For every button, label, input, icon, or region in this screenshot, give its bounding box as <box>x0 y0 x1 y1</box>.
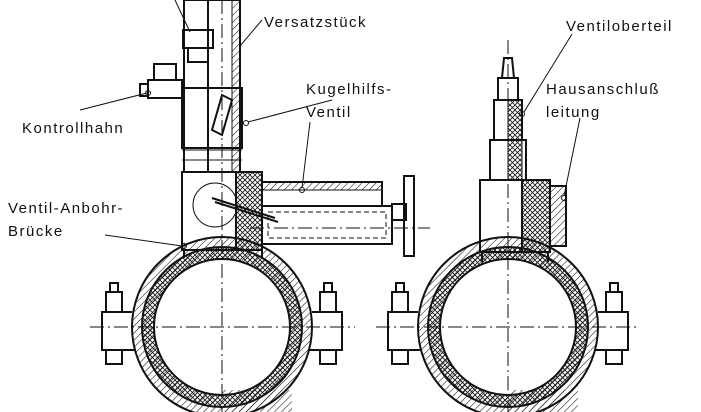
label-kugelhilfs-line2: Ventil <box>306 104 352 121</box>
right-pipe-clamp <box>376 40 640 412</box>
label-ventil-anbohr-line1: Ventil-Anbohr- <box>8 200 124 217</box>
leader-lines <box>79 0 581 249</box>
label-hausanschluss-line1: Hausanschluß <box>546 81 660 98</box>
left-pipe-clamp <box>90 0 355 412</box>
right-assembly <box>376 40 640 412</box>
left-valve-body <box>139 0 430 258</box>
label-hausanschluss-line2: leitung <box>546 104 601 121</box>
left-assembly <box>90 0 430 412</box>
label-ventiloberteil: Ventiloberteil <box>566 18 673 35</box>
label-ventil-anbohr-line2: Brücke <box>8 223 64 240</box>
label-versatzstueck: Versatzstück <box>264 14 367 31</box>
right-valve-body <box>479 57 567 262</box>
label-kontrollhahn: Kontrollhahn <box>22 120 124 137</box>
label-kugelhilfs-line1: Kugelhilfs- <box>306 81 393 98</box>
